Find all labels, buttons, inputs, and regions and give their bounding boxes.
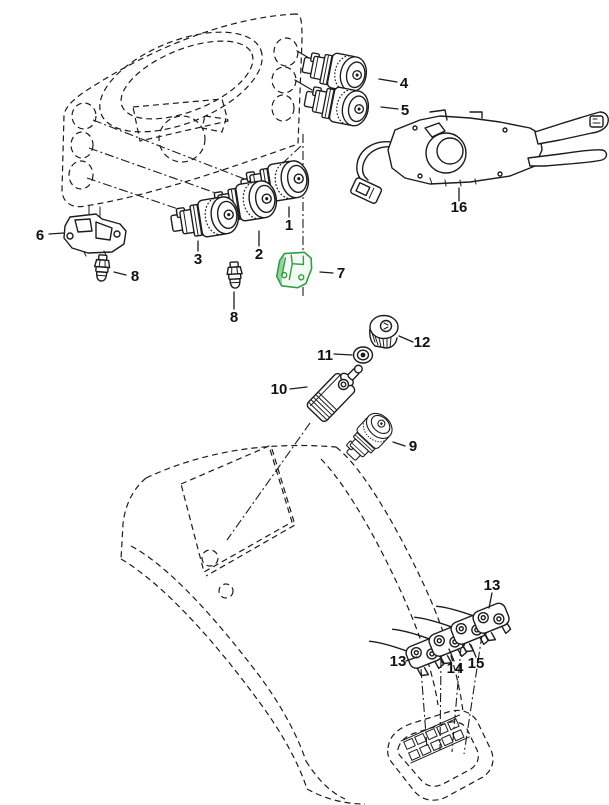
callout-12[interactable]: 12 (414, 334, 431, 351)
console-leader-lines (226, 422, 483, 755)
part-8-sender-left (92, 253, 112, 283)
callout-14[interactable]: 14 (447, 660, 464, 677)
callout-16[interactable]: 16 (451, 199, 468, 216)
callout-10[interactable]: 10 (271, 381, 288, 398)
part-8-sender-right (225, 260, 244, 290)
part-6-bracket (63, 213, 127, 257)
part-5-switch (301, 80, 372, 129)
callout-4[interactable]: 4 (400, 75, 409, 92)
part-7-bracket-highlighted[interactable] (274, 247, 315, 292)
callout-11[interactable]: 11 (317, 347, 333, 364)
callout-labels: 1 2 3 4 5 6 7 8 8 9 10 11 12 13 13 14 15… (36, 75, 501, 677)
callout-leader-lines (48, 78, 493, 662)
callout-8-left[interactable]: 8 (131, 268, 139, 285)
callout-2[interactable]: 2 (255, 246, 263, 263)
callout-13-left[interactable]: 13 (390, 653, 407, 670)
part-12-knob (369, 314, 399, 349)
callout-15[interactable]: 15 (468, 655, 485, 672)
callout-5[interactable]: 5 (401, 102, 409, 119)
callout-9[interactable]: 9 (409, 438, 417, 455)
callout-1[interactable]: 1 (285, 217, 293, 234)
part-4-switch (299, 46, 370, 95)
part-9-switch (339, 407, 398, 467)
callout-6[interactable]: 6 (36, 227, 44, 244)
part-16-column-switch (350, 109, 609, 204)
callout-7[interactable]: 7 (337, 265, 345, 282)
callout-3[interactable]: 3 (194, 251, 202, 268)
part-3-switch (168, 194, 242, 243)
part-11-nut (352, 346, 374, 364)
console-outline (120, 444, 494, 805)
part-10-switch (306, 364, 363, 423)
rear-switch-plate (400, 714, 470, 764)
callout-13-top[interactable]: 13 (484, 577, 501, 594)
callout-8-right[interactable]: 8 (230, 309, 238, 326)
